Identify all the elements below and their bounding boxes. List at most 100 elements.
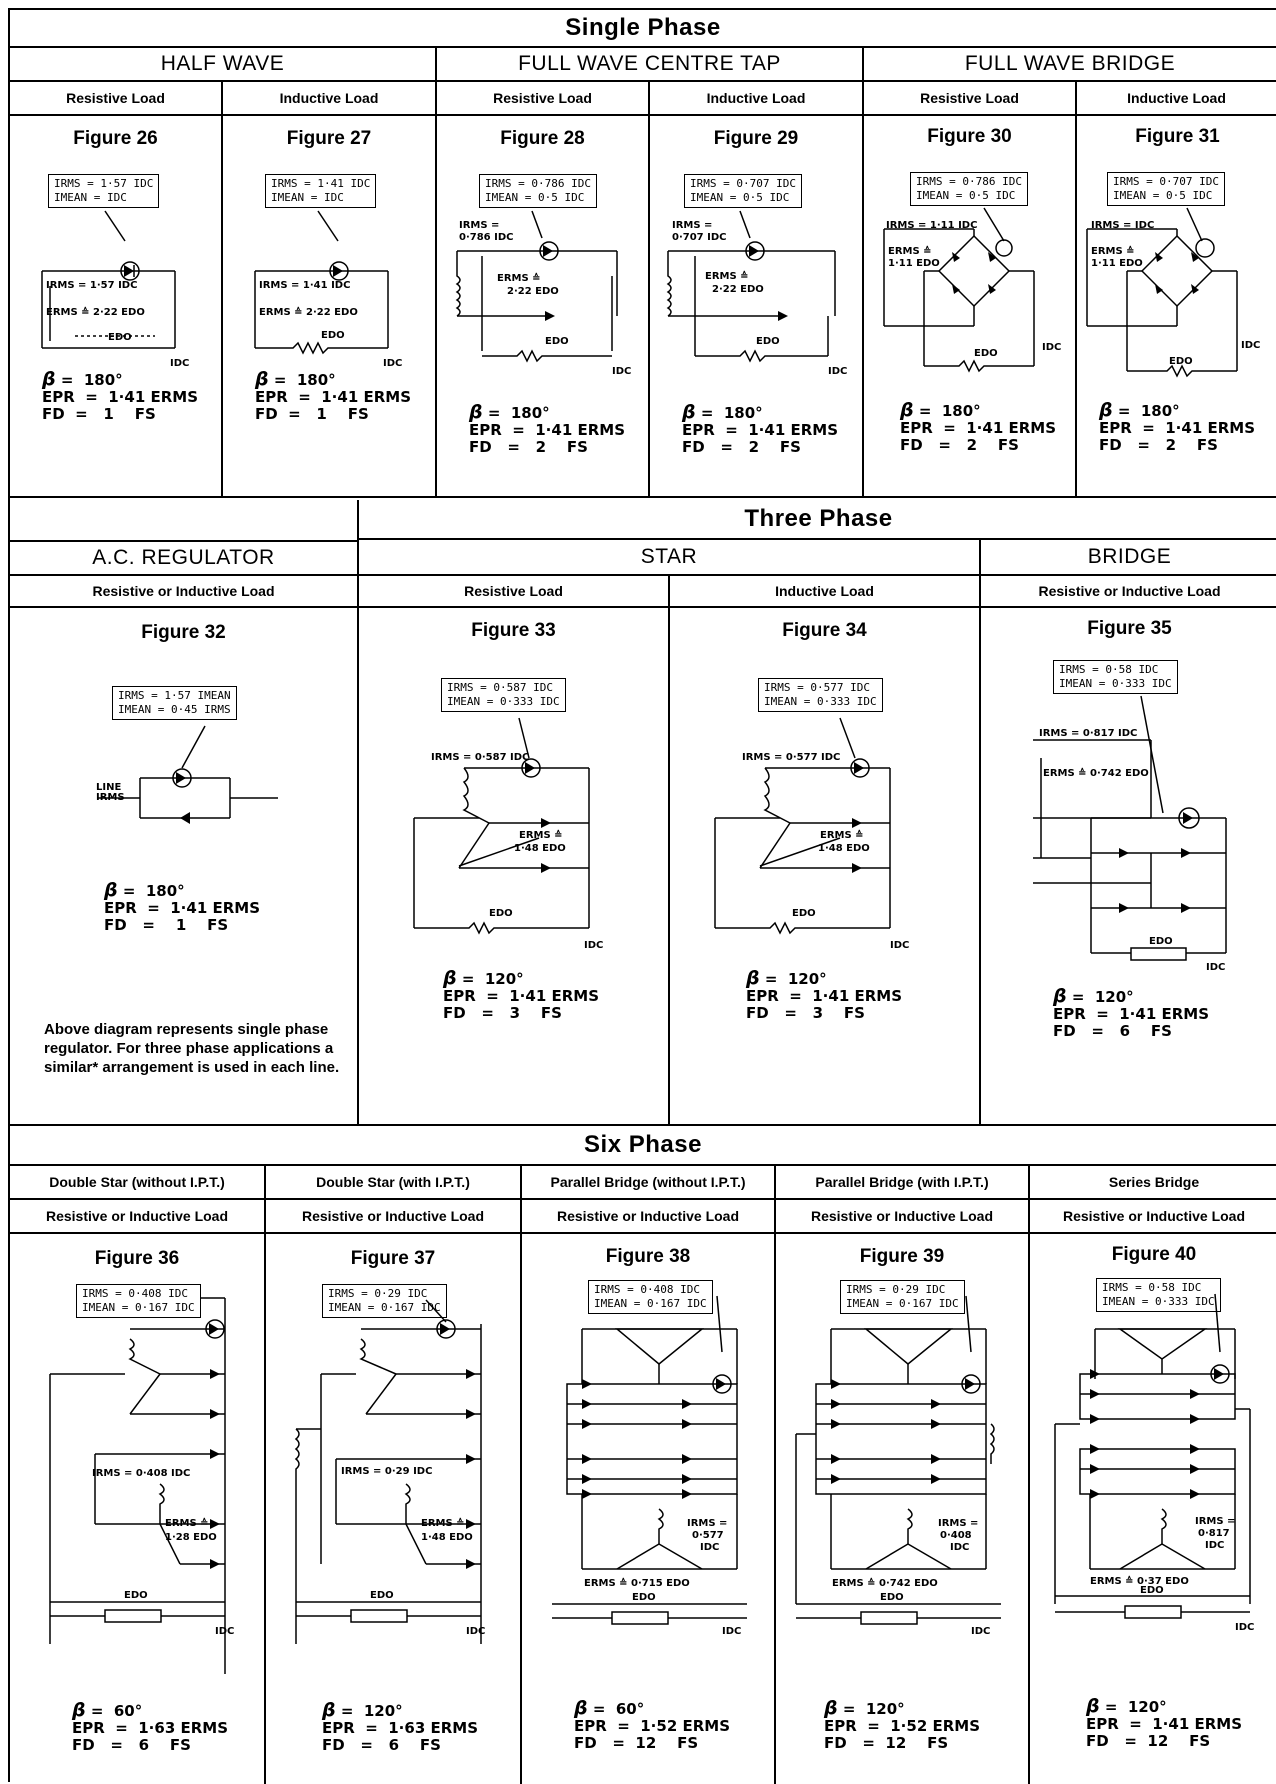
circuit-diagram: IRMS = 0·577 IDC ERMS ≙ 0·715 EDO EDO ID… (552, 1295, 747, 1637)
beta-value: = 180° (700, 404, 763, 422)
diagram-note: IRMS = 0·577 IDC (742, 752, 840, 763)
figure-label: Figure 27 (286, 128, 372, 149)
formula-line: IRMS = 0·408 IDC (594, 1283, 700, 1296)
beta-value: = 180° (60, 371, 123, 389)
load-label: Resistive or Inductive Load (522, 1200, 776, 1232)
diagram-note: EDO (880, 1592, 904, 1603)
diagram-note: ERMS ≙ (1091, 245, 1135, 257)
epr-value: EPR = 1·63 ERMS (322, 1719, 479, 1737)
parameters: β = 120° EPR = 1·63 ERMS FD = 6 FS (322, 1701, 479, 1754)
single-phase-loads: Resistive Load Inductive Load Resistive … (10, 82, 1276, 116)
diagram-note: ERMS ≙ (519, 829, 563, 841)
figure-label: Figure 35 (1087, 618, 1172, 639)
diagram-note: IDC (383, 358, 402, 369)
formula-line: IMEAN = 0·333 IDC (1102, 1295, 1215, 1308)
diagram-note: IRMS = (672, 220, 712, 231)
diagram-note: IDC (1235, 1622, 1254, 1633)
formula-line: IRMS = 0·786 IDC (485, 177, 591, 190)
diagram-note: EDO (1149, 936, 1173, 947)
formula-line: IMEAN = 0·45 IRMS (118, 703, 231, 716)
circuit-diagram: IRMS = 0·587 IDC ERMS ≙ 1·48 EDO EDO IDC (413, 717, 603, 951)
formula-line: IRMS = 0·707 IDC (1113, 175, 1219, 188)
formula-line: IMEAN = IDC (54, 191, 127, 204)
figure-label: Figure 38 (605, 1246, 691, 1267)
formula-line: IMEAN = 0·5 IDC (1113, 189, 1213, 202)
six-phase-header: Six Phase (10, 1126, 1276, 1166)
epr-value: EPR = 1·41 ERMS (682, 421, 839, 439)
beta-symbol: β (72, 1699, 86, 1721)
diagram-note: EDO (974, 348, 998, 359)
epr-value: EPR = 1·41 ERMS (42, 388, 199, 406)
formula-line: IMEAN = 0·333 IDC (764, 695, 877, 708)
diagram-note: ERMS ≙ (888, 245, 932, 257)
three-phase-groups: STAR BRIDGE (359, 540, 1276, 576)
circuit-diagram: LINE IRMS (96, 725, 278, 824)
diagram-note: IDC (828, 366, 847, 377)
formula-line: IRMS = 0·58 IDC (1059, 663, 1159, 676)
diagram-note: EDO (124, 1590, 148, 1601)
diagram-note: EDO (108, 332, 132, 343)
group-full-wave-bridge: FULL WAVE BRIDGE (864, 48, 1276, 80)
beta-symbol: β (42, 368, 56, 390)
group-star: STAR (359, 540, 981, 574)
diagram-note: EDO (321, 330, 345, 341)
parameters: β = 120° EPR = 1·41 ERMS FD = 3 FS (746, 969, 903, 1022)
diagram-note: ERMS ≙ 2·22 EDO (259, 306, 358, 318)
formula-line: IMEAN = 0·333 IDC (1059, 677, 1172, 690)
fd-value: FD = 2 FS (469, 438, 588, 456)
load-label: Resistive Load (864, 82, 1077, 114)
diagram-note: EDO (370, 1590, 394, 1601)
circuit-diagram: IRMS = 0·408 IDC ERMS ≙ 1·28 EDO EDO IDC (49, 1297, 234, 1674)
beta-symbol: β (443, 967, 457, 989)
epr-value: EPR = 1·41 ERMS (255, 388, 412, 406)
load-label: Inductive Load (223, 82, 437, 114)
type-label: Parallel Bridge (without I.P.T.) (522, 1166, 776, 1198)
epr-value: EPR = 1·41 ERMS (746, 987, 903, 1005)
diagram-note: 0·408 (940, 1530, 972, 1541)
diagram-note: IDC (1206, 962, 1225, 973)
diagram-note: EDO (1140, 1585, 1164, 1596)
group-full-wave-centre-tap: FULL WAVE CENTRE TAP (437, 48, 864, 80)
fd-value: FD = 2 FS (1099, 436, 1218, 454)
parameters: β = 180° EPR = 1·41 ERMS FD = 2 FS (900, 401, 1057, 454)
beta-value: = 120° (1071, 988, 1134, 1006)
diagram-note: IDC (1042, 342, 1061, 353)
beta-value: = 180° (273, 371, 336, 389)
load-label: Resistive or Inductive Load (1038, 583, 1221, 599)
regulator-note: Above diagram represents single phase re… (44, 1021, 340, 1076)
diagram-note: ERMS ≙ 0·715 EDO (584, 1577, 690, 1589)
diagram-note: ERMS ≙ 2·22 EDO (46, 306, 145, 318)
table-frame: Single Phase HALF WAVE FULL WAVE CENTRE … (8, 8, 1276, 1784)
circuit-diagram: IRMS = 0·408 IDC ERMS ≙ 0·742 EDO EDO ID… (795, 1295, 1001, 1637)
fd-value: FD = 6 FS (1053, 1022, 1172, 1040)
circuit-diagram: IRMS = 0·29 IDC ERMS ≙ 1·48 EDO EDO IDC (294, 1299, 485, 1644)
diagram-note: IRMS = 0·408 IDC (92, 1468, 190, 1479)
figure-label: Figure 40 (1111, 1244, 1197, 1265)
load-label: Inductive Load (1077, 82, 1276, 114)
epr-value: EPR = 1·41 ERMS (900, 419, 1057, 437)
beta-value: = 120° (842, 1700, 905, 1718)
figure-label: Figure 29 (713, 128, 799, 149)
diagram-note: IDC (700, 1542, 719, 1553)
six-phase-loads: Resistive or Inductive Load Resistive or… (10, 1200, 1276, 1234)
beta-symbol: β (1099, 399, 1113, 421)
formula-line: IMEAN = 0·167 IDC (594, 1297, 707, 1310)
diagram-note: ERMS ≙ 0·37 EDO (1090, 1575, 1189, 1587)
beta-value: = 120° (1104, 1698, 1167, 1716)
diagram-note: ERMS ≙ 0·742 EDO (1043, 767, 1149, 779)
load-label: Resistive or Inductive Load (776, 1200, 1030, 1232)
diagram-note: IRMS = 1·41 IDC (259, 280, 350, 291)
diagram-note: IDC (971, 1626, 990, 1637)
diagram-note: IDC (722, 1626, 741, 1637)
